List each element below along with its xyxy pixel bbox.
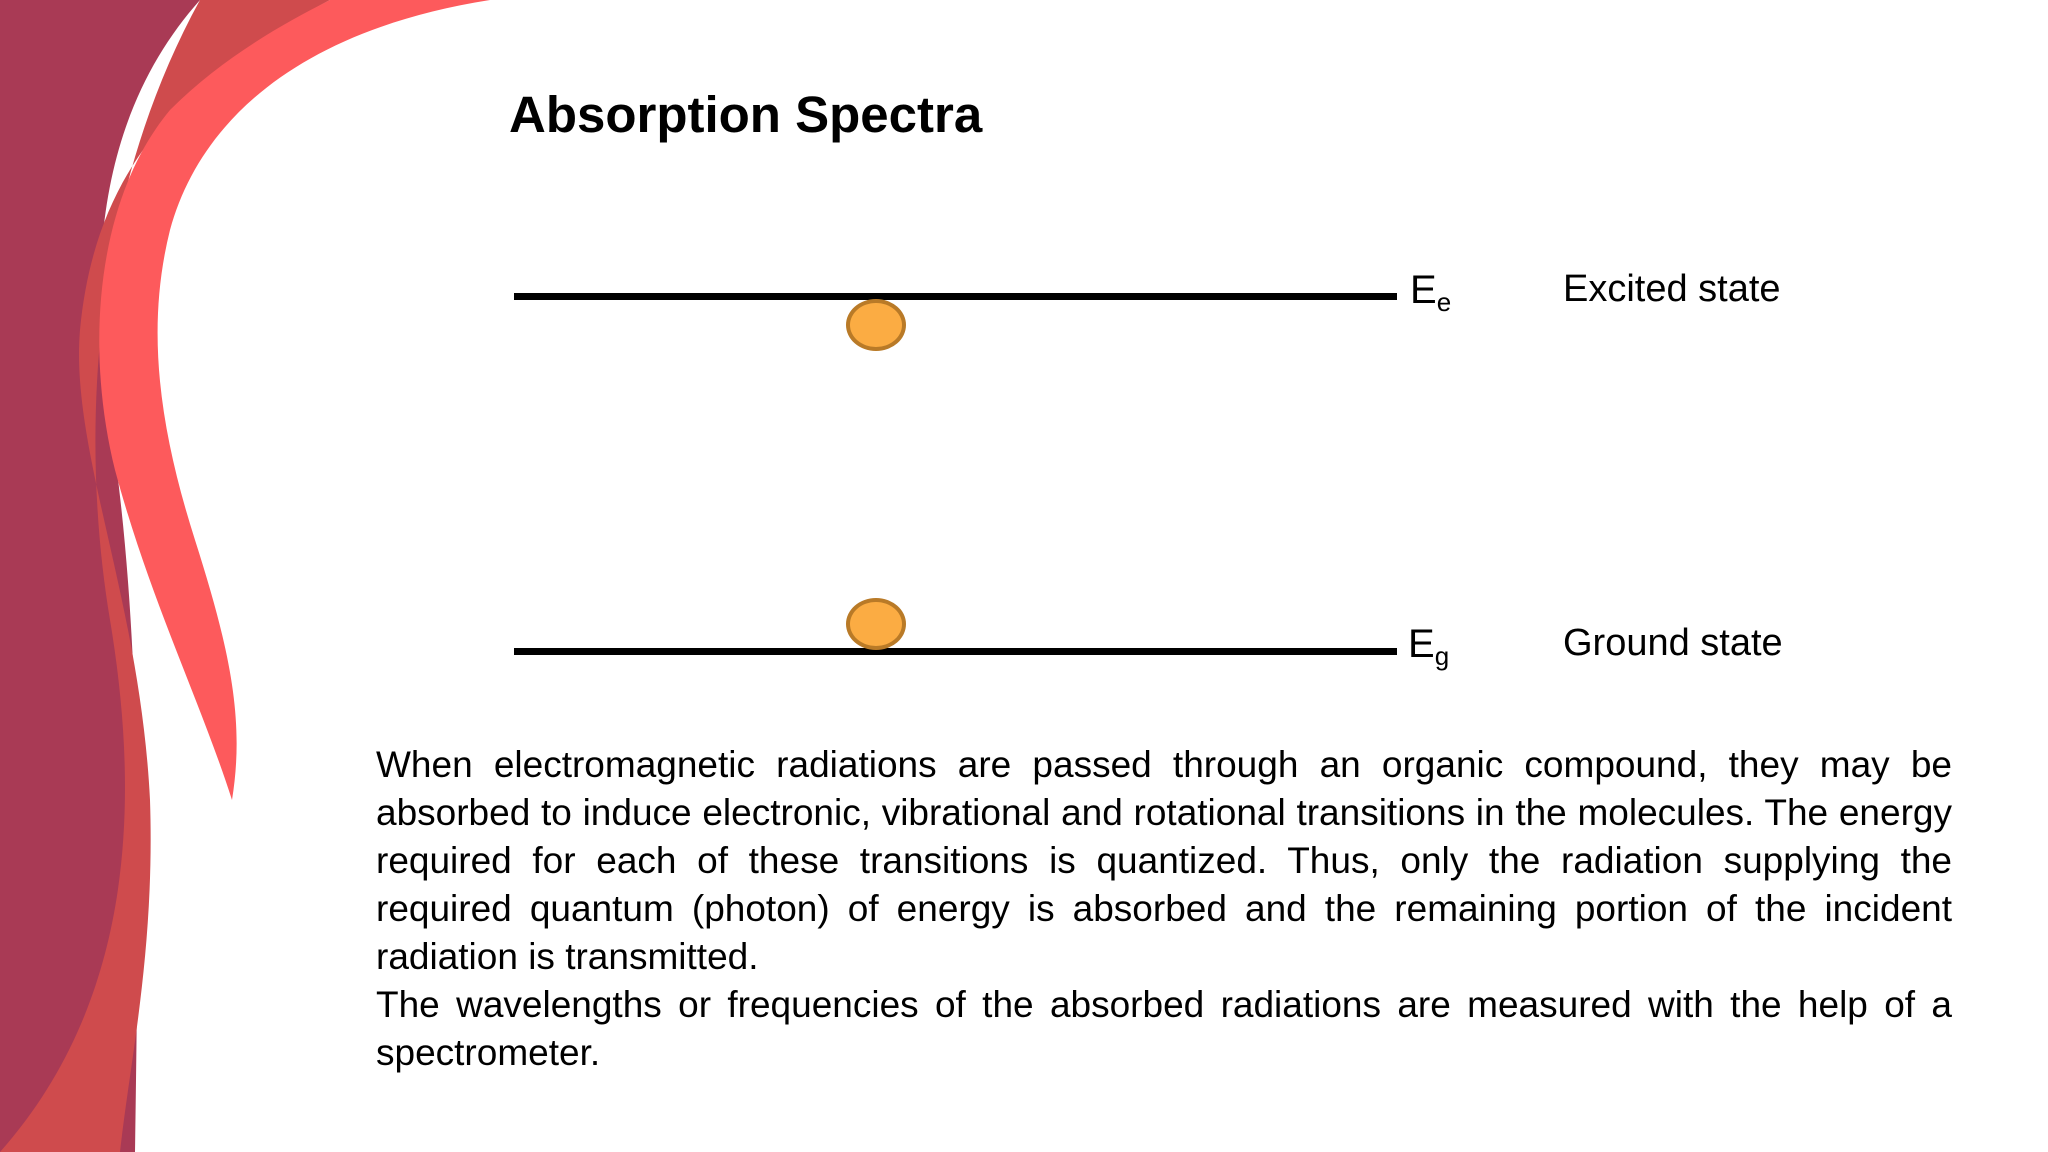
ground-energy-symbol-base: E: [1408, 622, 1435, 666]
ground-electron-circle: [846, 598, 906, 650]
ground-energy-symbol-subscript: g: [1434, 641, 1450, 671]
wave-light-band: [99, 0, 491, 800]
body-text: When electromagnetic radiations are pass…: [376, 741, 1952, 1077]
ground-state-label: Ground state: [1563, 622, 1783, 664]
excited-energy-symbol-subscript: e: [1436, 287, 1452, 317]
slide-title: Absorption Spectra: [509, 86, 983, 143]
excited-energy-level-line: [514, 293, 1397, 300]
excited-energy-symbol: Ee: [1410, 270, 1451, 315]
excited-energy-symbol-base: E: [1410, 268, 1437, 312]
paragraph-absorption: When electromagnetic radiations are pass…: [376, 744, 1952, 977]
excited-state-label: Excited state: [1563, 268, 1781, 310]
excited-electron-circle: [846, 299, 906, 351]
paragraph-spectrometer: The wavelengths or frequencies of the ab…: [376, 984, 1952, 1073]
decorative-wave-graphic: [0, 0, 491, 1152]
wave-dark-band: [0, 0, 200, 1152]
ground-energy-symbol: Eg: [1408, 624, 1449, 669]
ground-energy-level-line: [514, 648, 1397, 655]
